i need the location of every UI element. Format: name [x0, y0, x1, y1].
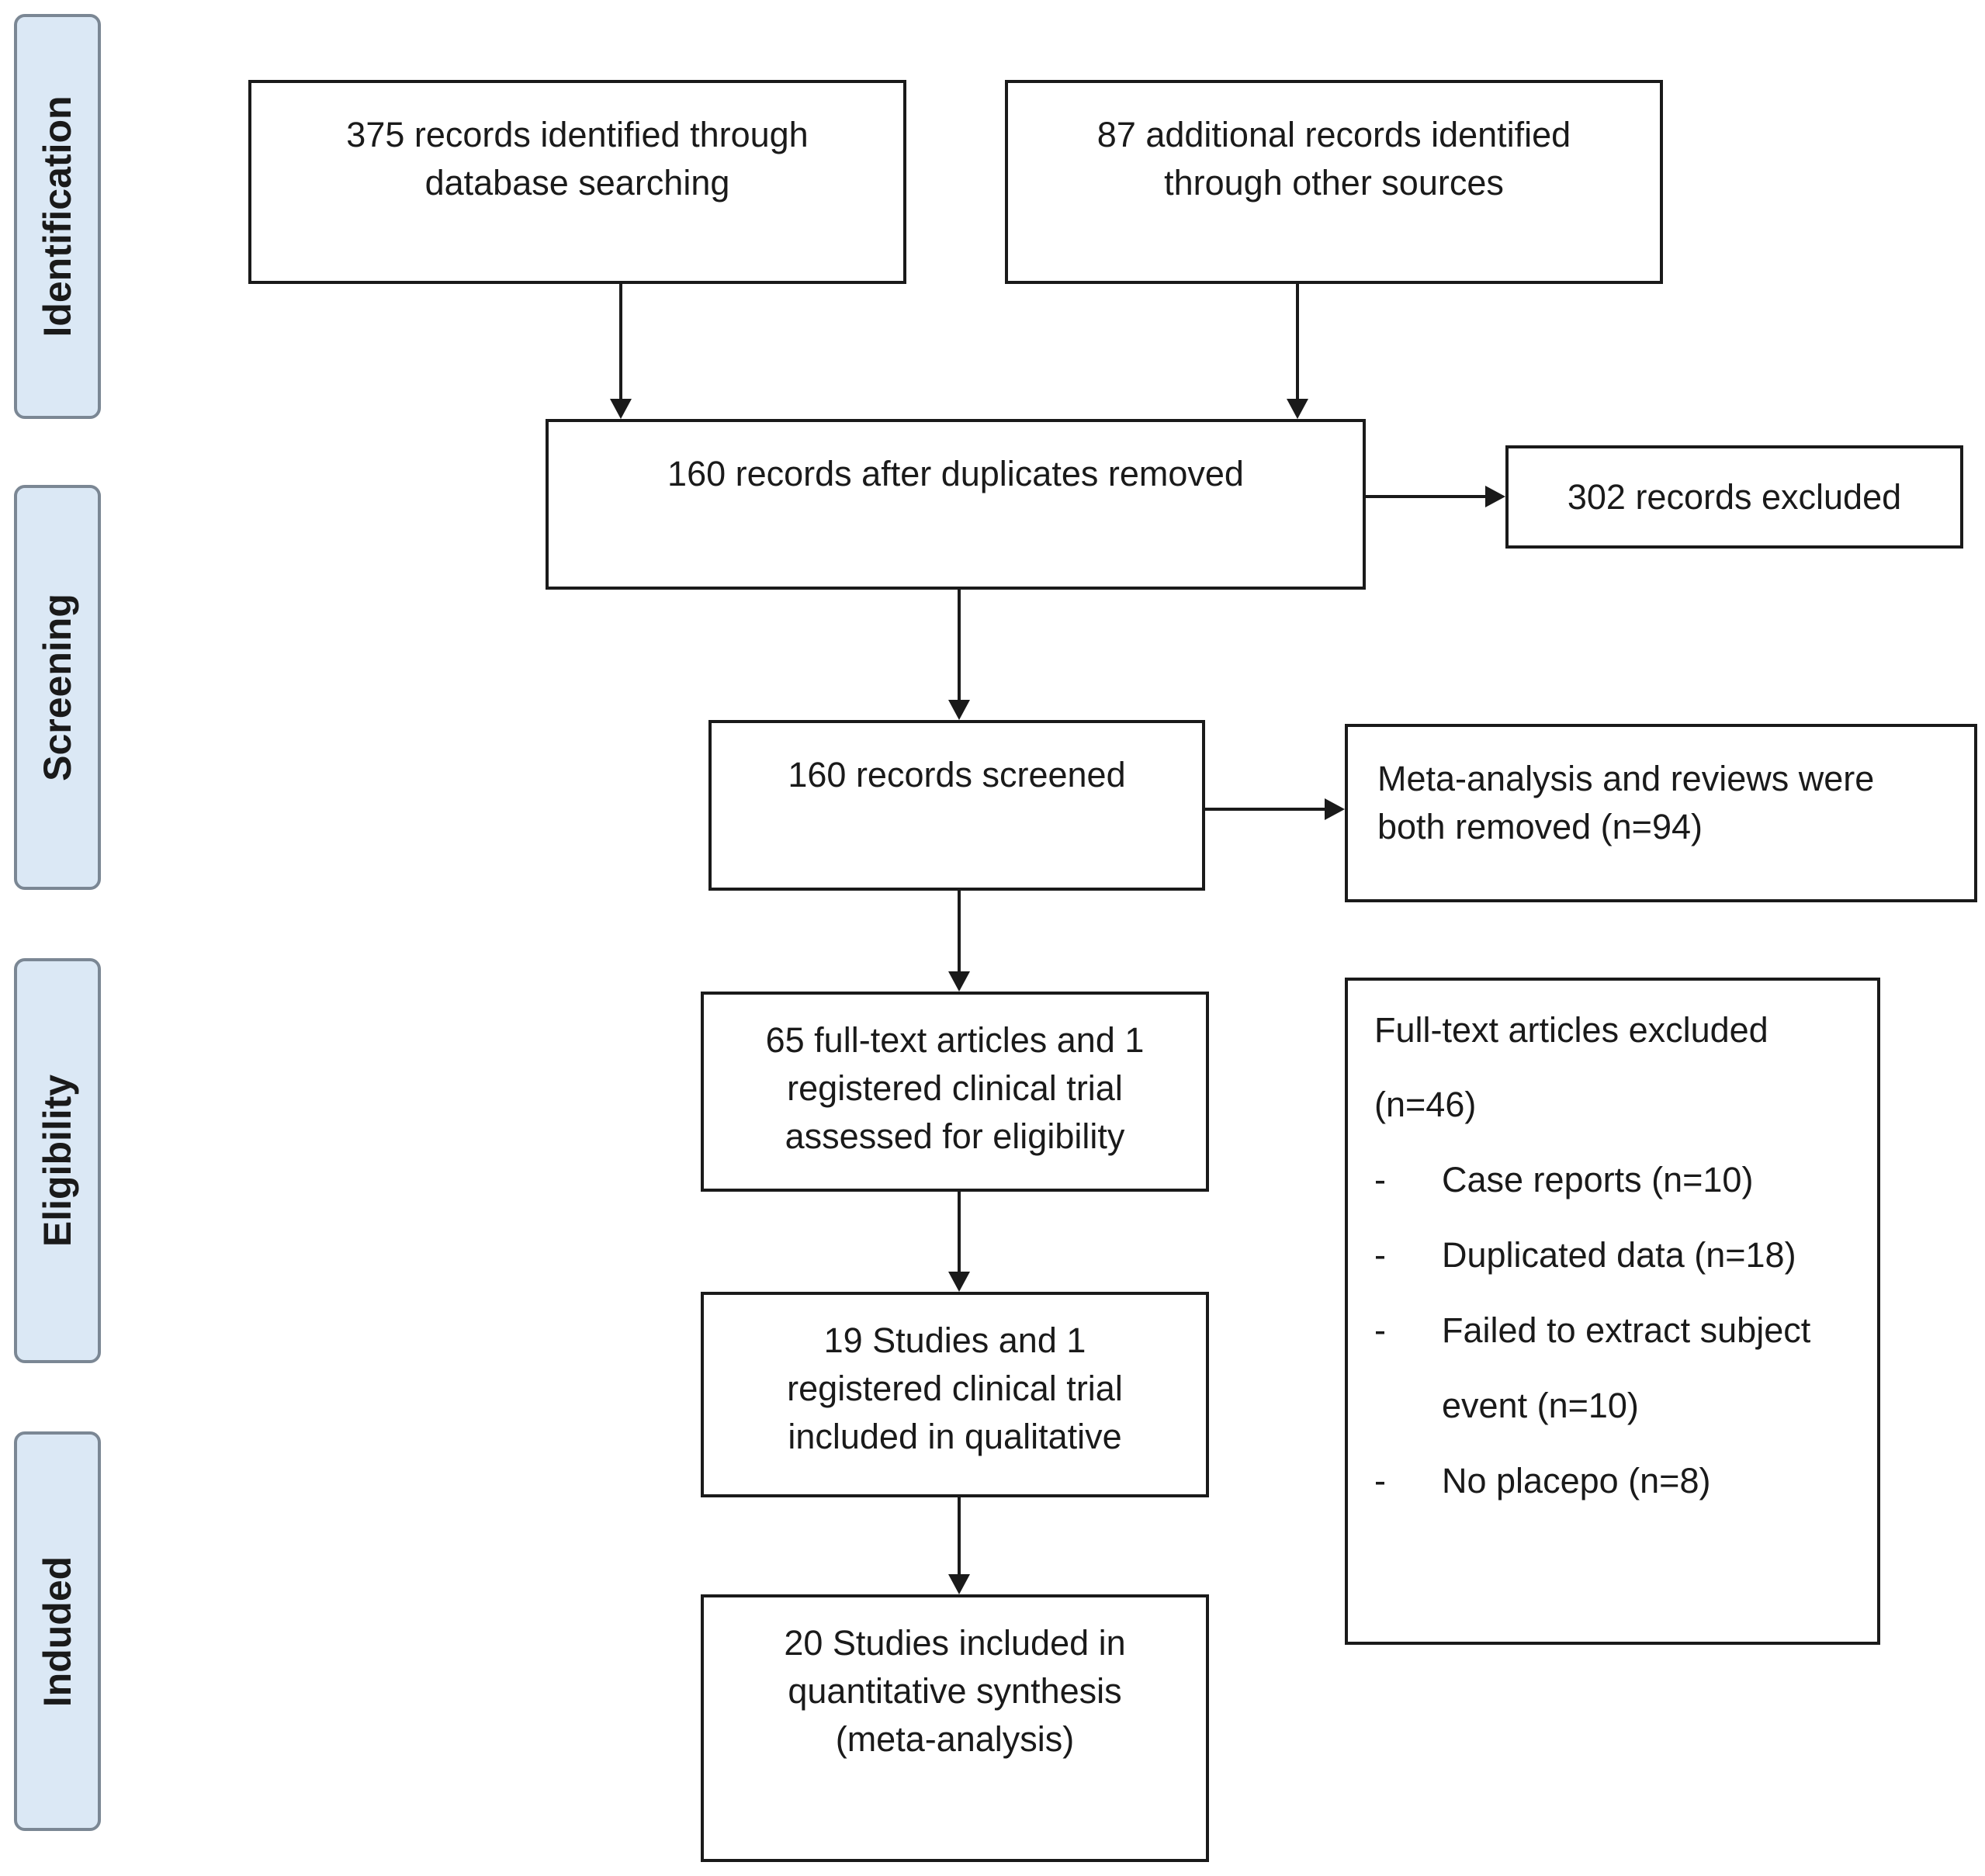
other-sources-line2: through other sources: [1164, 163, 1504, 202]
stage-screening: Screening: [14, 485, 101, 890]
arrowhead-excluded: [1485, 486, 1505, 507]
arrowhead-quantitative: [948, 1574, 970, 1594]
arrowhead-meta-removed: [1325, 798, 1345, 820]
screened-box: 160 records screened: [708, 720, 1205, 891]
exclusion-item: - Case reports (n=10): [1345, 1160, 1888, 1206]
quantitative-line1: 20 Studies included in: [784, 1623, 1126, 1663]
eligibility-assessed-line1: 65 full-text articles and 1: [765, 1020, 1145, 1060]
exclusion-text: Failed to extract subject: [1442, 1310, 1811, 1350]
arrowhead-database: [610, 399, 632, 419]
quantitative-line3: (meta-analysis): [835, 1719, 1075, 1759]
exclusion-dash: -: [1374, 1461, 1386, 1500]
qualitative-box: 19 Studies and 1 registered clinical tri…: [701, 1292, 1209, 1497]
fulltext-excluded-box: [1345, 978, 1880, 1645]
exclusion-dash: -: [1374, 1160, 1386, 1199]
records-excluded-line1: 302 records excluded: [1567, 477, 1902, 517]
qualitative-line3: included in qualitative: [788, 1417, 1122, 1456]
database-search-box: 375 records identified through database …: [248, 80, 906, 284]
fulltext-excluded-list: Full-text articles excluded (n=46) - Cas…: [1345, 978, 1888, 1645]
fulltext-excluded-title: Full-text articles excluded: [1374, 1010, 1768, 1050]
fulltext-excluded-count: (n=46): [1374, 1085, 1477, 1124]
stage-included: Induded: [14, 1431, 101, 1831]
stage-eligibility: Eligibility: [14, 958, 101, 1363]
after-duplicates-box: 160 records after duplicates removed: [546, 419, 1366, 590]
qualitative-line2: registered clinical trial: [787, 1369, 1123, 1408]
quantitative-line2: quantitative synthesis: [788, 1671, 1122, 1711]
exclusion-item: - Duplicated data (n=18): [1345, 1235, 1888, 1282]
quantitative-box: 20 Studies included in quantitative synt…: [701, 1594, 1209, 1862]
screened-line1: 160 records screened: [788, 755, 1126, 794]
qualitative-line1: 19 Studies and 1: [823, 1320, 1086, 1360]
exclusion-text: No placepo (n=8): [1442, 1461, 1711, 1500]
other-sources-line1: 87 additional records identified: [1096, 115, 1571, 154]
meta-removed-line1: Meta-analysis and reviews were: [1377, 759, 1875, 798]
arrowhead-other: [1287, 399, 1308, 419]
eligibility-assessed-line3: assessed for eligibility: [785, 1116, 1125, 1156]
records-excluded-box: 302 records excluded: [1505, 445, 1963, 549]
eligibility-assessed-line2: registered clinical trial: [787, 1068, 1123, 1108]
exclusion-item: event (n=10): [1345, 1386, 1888, 1432]
database-search-line1: 375 records identified through: [346, 115, 809, 154]
after-duplicates-line1: 160 records after duplicates removed: [667, 454, 1244, 493]
database-search-line2: database searching: [424, 163, 730, 202]
arrowhead-screened: [948, 700, 970, 720]
arrowhead-eligibility: [948, 971, 970, 992]
exclusion-dash: -: [1374, 1235, 1386, 1275]
meta-removed-line2: both removed (n=94): [1377, 807, 1703, 846]
exclusion-text: Case reports (n=10): [1442, 1160, 1754, 1199]
stage-identification: Identification: [14, 14, 101, 419]
arrowhead-qualitative: [948, 1272, 970, 1292]
exclusion-text: event (n=10): [1442, 1386, 1639, 1425]
meta-removed-box: Meta-analysis and reviews were both remo…: [1345, 724, 1977, 902]
eligibility-assessed-box: 65 full-text articles and 1 registered c…: [701, 992, 1209, 1192]
exclusion-dash: -: [1374, 1310, 1386, 1350]
exclusion-item: - No placepo (n=8): [1345, 1461, 1888, 1507]
exclusion-text: Duplicated data (n=18): [1442, 1235, 1796, 1275]
exclusion-item: - Failed to extract subject: [1345, 1310, 1888, 1357]
other-sources-box: 87 additional records identified through…: [1005, 80, 1663, 284]
